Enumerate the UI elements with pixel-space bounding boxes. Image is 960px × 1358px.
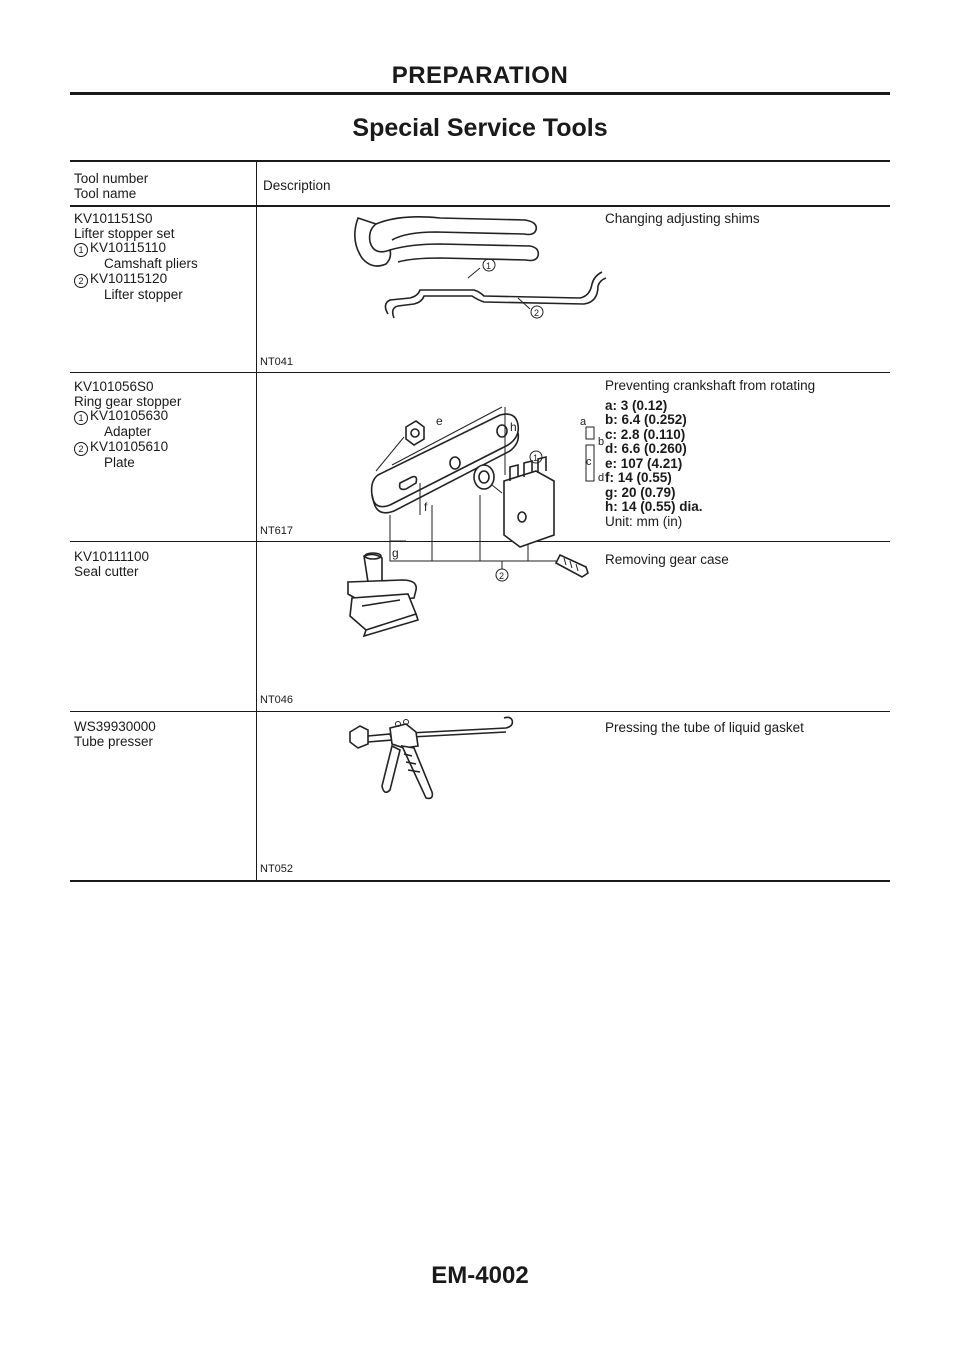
description-text: Pressing the tube of liquid gasket [605, 720, 804, 735]
tool-name: Tube presser [74, 733, 154, 749]
table-header-rule [70, 205, 890, 207]
tool-number: WS39930000 [74, 719, 156, 734]
figure-code: NT617 [260, 525, 294, 537]
callout-label: 1 [486, 261, 491, 271]
part-index: 1 [74, 411, 88, 425]
part-name: Lifter stopper [104, 286, 183, 302]
part-number: KV10105610 [90, 438, 169, 454]
callout-label: 2 [499, 571, 504, 581]
header-rule [70, 92, 890, 95]
table-row-tool: KV10111100 Seal cutter [74, 549, 252, 579]
header-tool-name: Tool name [74, 185, 137, 201]
part-number: KV10105630 [90, 408, 169, 423]
tool-name: Lifter stopper set [74, 225, 175, 241]
tube-presser-illustration [349, 716, 514, 800]
tool-name: Seal cutter [74, 563, 139, 579]
description-text: Changing adjusting shims [605, 211, 760, 226]
page-code: EM-4002 [431, 1262, 529, 1289]
figure-letter: b [598, 436, 604, 448]
description-text: Removing gear case [605, 552, 729, 567]
tool-number: KV101151S0 [74, 211, 153, 226]
dimension-g: g: 20 (0.79) [605, 484, 676, 500]
table-top-rule [70, 160, 890, 162]
figure-letter: a [580, 416, 587, 428]
tool-number: KV101056S0 [74, 379, 154, 394]
part-name: Camshaft pliers [104, 256, 198, 271]
table-bottom-rule [70, 880, 890, 882]
figure-letter: f [424, 500, 428, 514]
ring-gear-stopper-illustration: e h f g 1 2 a b c d [370, 406, 604, 582]
description-text: Preventing crankshaft from rotating [605, 378, 816, 393]
part-index: 2 [74, 441, 88, 456]
part-name: Adapter [104, 424, 152, 439]
part-number: KV10115120 [90, 270, 168, 286]
page-header-title: PREPARATION [391, 62, 569, 89]
part-index: 2 [74, 273, 88, 288]
header-description: Description [263, 178, 331, 193]
figure-code: NT041 [260, 356, 294, 368]
row-divider [70, 711, 890, 712]
figure-letter: c [586, 456, 592, 468]
header-tool-column: Tool number Tool name [74, 171, 252, 201]
unit-label: Unit: mm (in) [605, 513, 683, 529]
dimension-d: d: 6.6 (0.260) [605, 441, 687, 456]
seal-cutter-illustration [347, 552, 420, 638]
callout-label: 1 [533, 453, 538, 463]
part-number: KV10115110 [90, 240, 167, 255]
column-divider [256, 160, 257, 882]
part-index: 1 [74, 243, 88, 257]
figure-code: NT046 [260, 694, 294, 706]
description-block: Preventing crankshaft from rotating a: 3… [605, 378, 890, 529]
dimension-f: f: 14 (0.55) [605, 470, 672, 485]
dimension-a: a: 3 (0.12) [605, 397, 668, 413]
tool-number: KV10111100 [74, 549, 150, 564]
figure-letter: g [392, 546, 399, 560]
figure-letter: h [510, 420, 517, 434]
dimension-e: e: 107 (4.21) [605, 455, 683, 471]
camshaft-pliers-illustration: 1 2 [354, 216, 607, 319]
figure-letter: e [436, 414, 443, 428]
header-tool-number: Tool number [74, 171, 149, 186]
callout-label: 2 [534, 308, 539, 318]
figure-code: NT052 [260, 863, 294, 875]
dimension-h: h: 14 (0.55) dia. [605, 499, 703, 514]
figure-letter: d [598, 472, 604, 484]
tool-name: Ring gear stopper [74, 393, 182, 409]
table-row-tool: WS39930000 Tube presser [74, 719, 252, 749]
row-divider [70, 372, 890, 373]
section-title: Special Service Tools [352, 114, 608, 142]
part-name: Plate [104, 454, 135, 470]
dimension-b: b: 6.4 (0.252) [605, 412, 687, 427]
dimension-c: c: 2.8 (0.110) [605, 426, 686, 442]
